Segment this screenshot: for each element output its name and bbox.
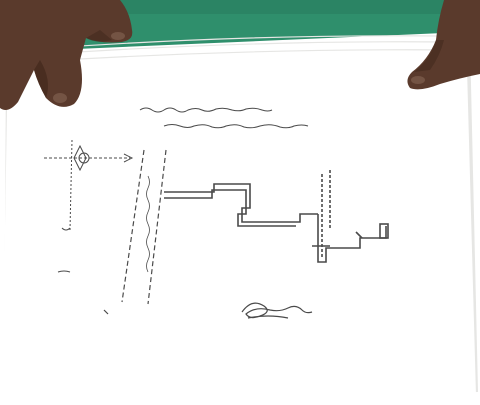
road-lines [103,149,167,315]
paper-sheet [2,32,476,402]
left-hand [0,0,133,110]
signature [241,302,313,319]
right-hand [407,0,480,90]
junction-symbol [44,139,134,273]
pipeline-path [164,170,389,263]
sketch-header [139,107,309,129]
